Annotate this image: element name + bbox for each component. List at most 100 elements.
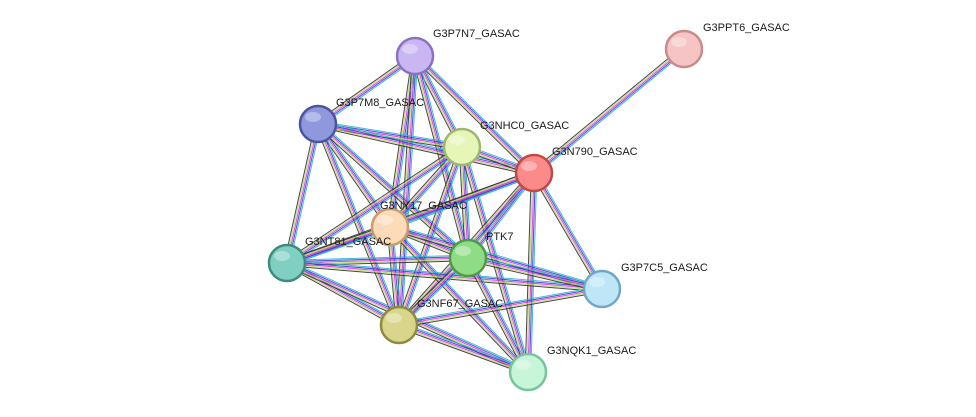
edge-evidence-line	[317, 124, 534, 175]
edge-evidence-line	[286, 256, 468, 263]
edge-G3P7N7_GASAC-G3NF67_GASAC[interactable]	[395, 55, 419, 326]
node-circle[interactable]	[508, 352, 548, 392]
edge-evidence-line	[316, 53, 414, 123]
edge-evidence-line	[413, 56, 534, 175]
edge-evidence-line	[535, 50, 687, 176]
edge-evidence-line	[531, 174, 601, 291]
edge-G3P7N7_GASAC-G3P7M8_GASAC[interactable]	[316, 53, 417, 127]
edge-evidence-line	[285, 145, 462, 263]
edge-evidence-line	[470, 256, 531, 371]
edge-evidence-line	[533, 48, 685, 174]
node-circle[interactable]	[267, 243, 307, 283]
edge-G3NY17_GASAC-G3P7C5_GASAC[interactable]	[389, 223, 603, 293]
node-label: PTK7	[486, 231, 514, 243]
edge-evidence-line	[399, 321, 530, 370]
node-G3NY17_GASAC[interactable]: G3NY17_GASAC	[370, 200, 467, 247]
edge-evidence-line	[535, 171, 605, 288]
edge-evidence-line	[314, 124, 397, 327]
node-circle[interactable]	[442, 127, 482, 167]
edge-evidence-line	[390, 225, 530, 372]
edge-evidence-line	[399, 289, 603, 327]
node-circle[interactable]	[379, 305, 419, 345]
node-highlight	[521, 161, 537, 171]
edge-evidence-line	[398, 287, 602, 325]
edge-evidence-line	[287, 175, 536, 267]
node-G3NHC0_GASAC[interactable]: G3NHC0_GASAC	[442, 120, 569, 167]
edge-evidence-line	[467, 260, 602, 293]
node-label: G3NT81_GASAC	[305, 236, 391, 248]
node-G3P7M8_GASAC[interactable]: G3P7M8_GASAC	[298, 97, 424, 144]
node-G3P7N7_GASAC[interactable]: G3P7N7_GASAC	[395, 28, 520, 76]
edge-G3P7N7_GASAC-G3N790_GASAC[interactable]	[412, 53, 537, 176]
edge-evidence-line	[532, 47, 684, 173]
edge-G3P7M8_GASAC-G3NT81_GASAC[interactable]	[283, 123, 322, 264]
edge-evidence-line	[287, 258, 469, 265]
edge-evidence-line	[399, 56, 417, 326]
edge-evidence-line	[288, 148, 464, 266]
edge-G3P7M8_GASAC-G3NY17_GASAC[interactable]	[315, 122, 393, 229]
node-G3NF67_GASAC[interactable]: G3NF67_GASAC	[379, 298, 503, 345]
node-label: G3NF67_GASAC	[417, 298, 503, 310]
node-highlight	[449, 135, 465, 145]
edge-PTK7-G3P7C5_GASAC[interactable]	[467, 254, 603, 293]
edge-evidence-line	[411, 56, 466, 259]
edge-evidence-line	[397, 327, 528, 376]
edge-evidence-line	[286, 257, 469, 264]
node-highlight	[305, 112, 321, 122]
node-circle[interactable]	[298, 104, 338, 144]
edge-G3P7M8_GASAC-G3NF67_GASAC[interactable]	[314, 122, 403, 327]
edge-evidence-line	[390, 225, 603, 289]
edge-evidence-line	[287, 147, 464, 265]
edge-G3NF67_GASAC-G3P7C5_GASAC[interactable]	[398, 285, 603, 329]
node-highlight	[589, 277, 605, 287]
edge-evidence-line	[391, 224, 531, 371]
edge-G3NT81_GASAC-PTK7[interactable]	[286, 254, 469, 267]
edge-evidence-line	[467, 257, 603, 290]
node-circle[interactable]	[370, 207, 410, 247]
node-circle[interactable]	[582, 269, 622, 309]
node-PTK7[interactable]: PTK7	[448, 231, 514, 278]
edge-evidence-line	[534, 49, 686, 175]
node-G3PPT6_GASAC[interactable]: G3PPT6_GASAC	[664, 22, 790, 69]
node-circle[interactable]	[514, 153, 554, 193]
edge-evidence-line	[317, 126, 534, 177]
edge-G3N790_GASAC-G3NT81_GASAC[interactable]	[285, 169, 536, 267]
edge-evidence-line	[417, 55, 472, 258]
node-G3P7C5_GASAC[interactable]: G3P7C5_GASAC	[582, 262, 708, 309]
edge-evidence-line	[412, 57, 533, 176]
edge-evidence-line	[398, 288, 603, 326]
edge-evidence-line	[467, 258, 602, 291]
edge-evidence-line	[467, 257, 529, 373]
edge-G3NY17_GASAC-G3NQK1_GASAC[interactable]	[387, 224, 531, 375]
node-highlight	[402, 44, 418, 54]
node-G3N790_GASAC[interactable]: G3N790_GASAC	[514, 146, 638, 193]
edge-evidence-line	[316, 124, 399, 326]
edge-evidence-line	[398, 325, 528, 374]
edge-G3PPT6_GASAC-G3N790_GASAC[interactable]	[531, 46, 687, 176]
edge-evidence-line	[289, 124, 322, 264]
edge-G3N790_GASAC-G3P7C5_GASAC[interactable]	[531, 171, 605, 291]
edge-evidence-line	[319, 57, 417, 127]
edge-G3NF67_GASAC-G3NQK1_GASAC[interactable]	[397, 321, 530, 376]
edge-evidence-line	[286, 123, 319, 264]
node-circle[interactable]	[664, 29, 704, 69]
node-G3NQK1_GASAC[interactable]: G3NQK1_GASAC	[508, 345, 636, 392]
edge-PTK7-G3NQK1_GASAC[interactable]	[465, 256, 531, 374]
edge-evidence-line	[287, 124, 320, 264]
node-G3NT81_GASAC[interactable]: G3NT81_GASAC	[267, 236, 391, 283]
node-circle[interactable]	[395, 36, 435, 76]
edge-G3NHC0_GASAC-G3NT81_GASAC[interactable]	[285, 144, 464, 266]
edge-evidence-line	[399, 323, 529, 372]
edge-evidence-line	[531, 46, 683, 172]
edge-evidence-line	[398, 55, 416, 326]
edge-evidence-line	[285, 144, 461, 262]
edge-evidence-line	[533, 172, 603, 290]
node-circle[interactable]	[448, 238, 488, 278]
edge-evidence-line	[534, 172, 604, 289]
nodes-layer: G3P7N7_GASAC G3PPT6_GASAC G3P7M8_GASAC G3NH…	[267, 22, 790, 392]
node-highlight	[386, 313, 402, 323]
edge-evidence-line	[468, 254, 603, 287]
edge-evidence-line	[318, 56, 417, 126]
node-highlight	[515, 360, 531, 370]
